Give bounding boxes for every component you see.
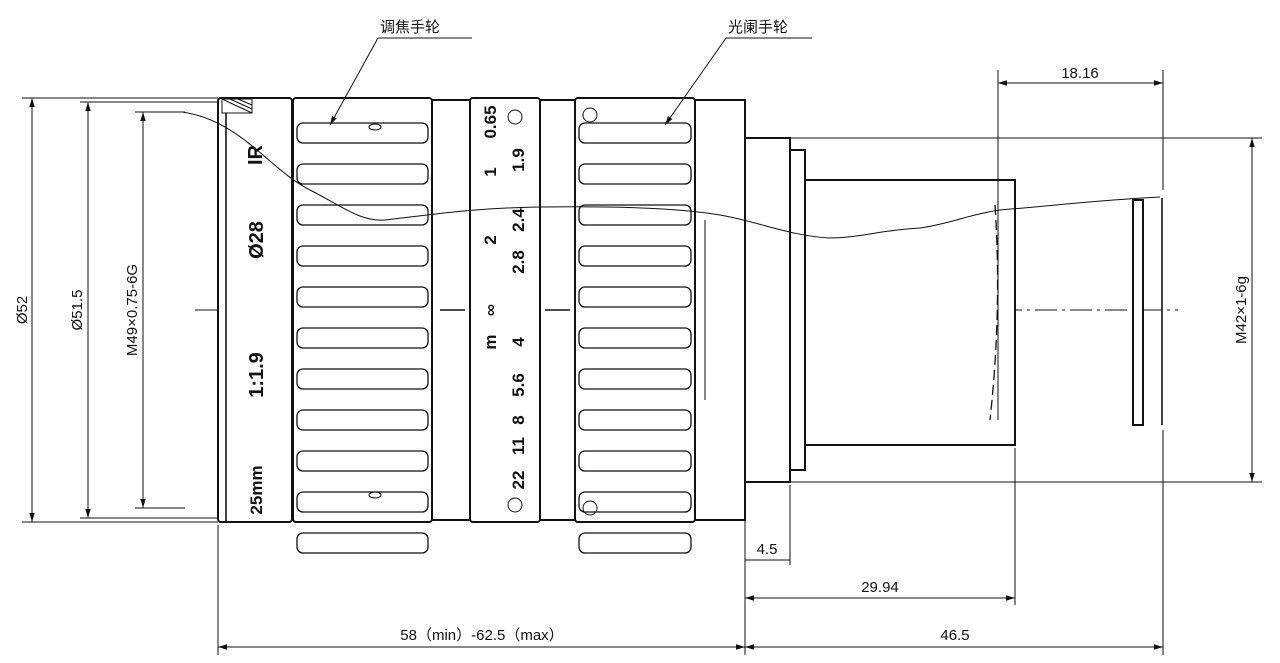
knurl-rib (296, 245, 429, 267)
dim-length-label: 58（min）-62.5（max） (400, 627, 563, 644)
scale-mark: m (481, 334, 500, 349)
knurl-rib (296, 409, 429, 431)
front-ring: IR Ø28 1:1.9 25mm (217, 97, 293, 523)
knurl-rib (296, 163, 429, 185)
knurl-rib (578, 450, 692, 472)
dim-46-5: 46.5 (745, 627, 1163, 650)
dim-4-5-label: 4.5 (757, 541, 778, 558)
scale-mark: 2 (481, 235, 500, 244)
iris-ring[interactable] (574, 97, 696, 554)
knurl-rib (578, 491, 692, 513)
mark-ir: IR (245, 144, 267, 165)
dim-46-5-label: 46.5 (940, 627, 969, 644)
mark-aperture-ratio: 1:1.9 (246, 352, 268, 398)
callout-focus-ring: 调焦手轮 (329, 19, 472, 126)
left-extension-lines (22, 97, 218, 523)
dim-18-16: 18.16 (997, 65, 1164, 420)
knurl-rib (578, 204, 692, 226)
scale-mark: ∞ (481, 304, 500, 316)
rear-body (694, 99, 746, 521)
dim-4-5: 4.5 (745, 541, 790, 561)
dim-d52-label: Ø52 (14, 296, 31, 324)
dim-front-thread-label: M49×0.75-6G (124, 264, 141, 356)
knurl-rib (296, 122, 429, 144)
knurl-rib (296, 491, 429, 513)
mark-focal-length: 25mm (247, 465, 266, 514)
knurl-rib (578, 122, 692, 144)
scale-mark: 2.4 (509, 208, 528, 232)
dim-d52: Ø52 (14, 98, 35, 522)
dim-18-16-label: 18.16 (1061, 65, 1099, 82)
break-line (181, 111, 1161, 239)
knurl-rib (296, 368, 429, 390)
scale-mark: 5.6 (509, 373, 528, 397)
scale-mark: 2.8 (509, 250, 528, 274)
callout-iris-ring-label: 光阑手轮 (728, 19, 788, 36)
dim-d51-5: Ø51.5 (69, 102, 91, 518)
scale-ring: 0.65 1 2 ∞ m 1.9 2.4 2.8 4 5.6 8 11 22 (440, 97, 541, 523)
scale-mark: 8 (509, 415, 528, 424)
knurl-rib (578, 532, 692, 554)
mark-diameter: Ø28 (246, 221, 268, 259)
knurl-rib (578, 368, 692, 390)
bottom-extension-lines (217, 430, 1164, 655)
scale-mark: 22 (509, 471, 528, 490)
dim-d51-5-label: Ø51.5 (69, 290, 86, 331)
dim-mount-thread-label: M42×1-6g (1233, 276, 1250, 344)
scale-mark: 1 (481, 167, 500, 176)
knurl-rib (296, 450, 429, 472)
scale-mark: 11 (509, 437, 528, 455)
knurl-rib (296, 532, 429, 554)
dim-29-94: 29.94 (745, 579, 1015, 601)
dim-29-94-label: 29.94 (861, 579, 899, 596)
scale-mark: 0.65 (481, 105, 500, 138)
callout-iris-ring: 光阑手轮 (664, 19, 812, 126)
callout-focus-ring-label: 调焦手轮 (380, 19, 440, 36)
c-mount (744, 137, 1163, 483)
scale-mark: 1.9 (509, 148, 528, 172)
knurl-rib (578, 286, 692, 308)
dim-mount-thread: M42×1-6g (790, 137, 1262, 483)
knurl-rib (578, 245, 692, 267)
knurl-rib (296, 286, 429, 308)
knurl-rib (578, 327, 692, 349)
knurl-rib (578, 163, 692, 185)
knurl-rib (578, 409, 692, 431)
dim-front-thread: M49×0.75-6G (124, 112, 146, 508)
scale-mark: 4 (509, 337, 528, 347)
dim-length: 58（min）-62.5（max） (218, 627, 745, 650)
focus-ring[interactable] (292, 97, 433, 554)
knurl-rib (296, 327, 429, 349)
